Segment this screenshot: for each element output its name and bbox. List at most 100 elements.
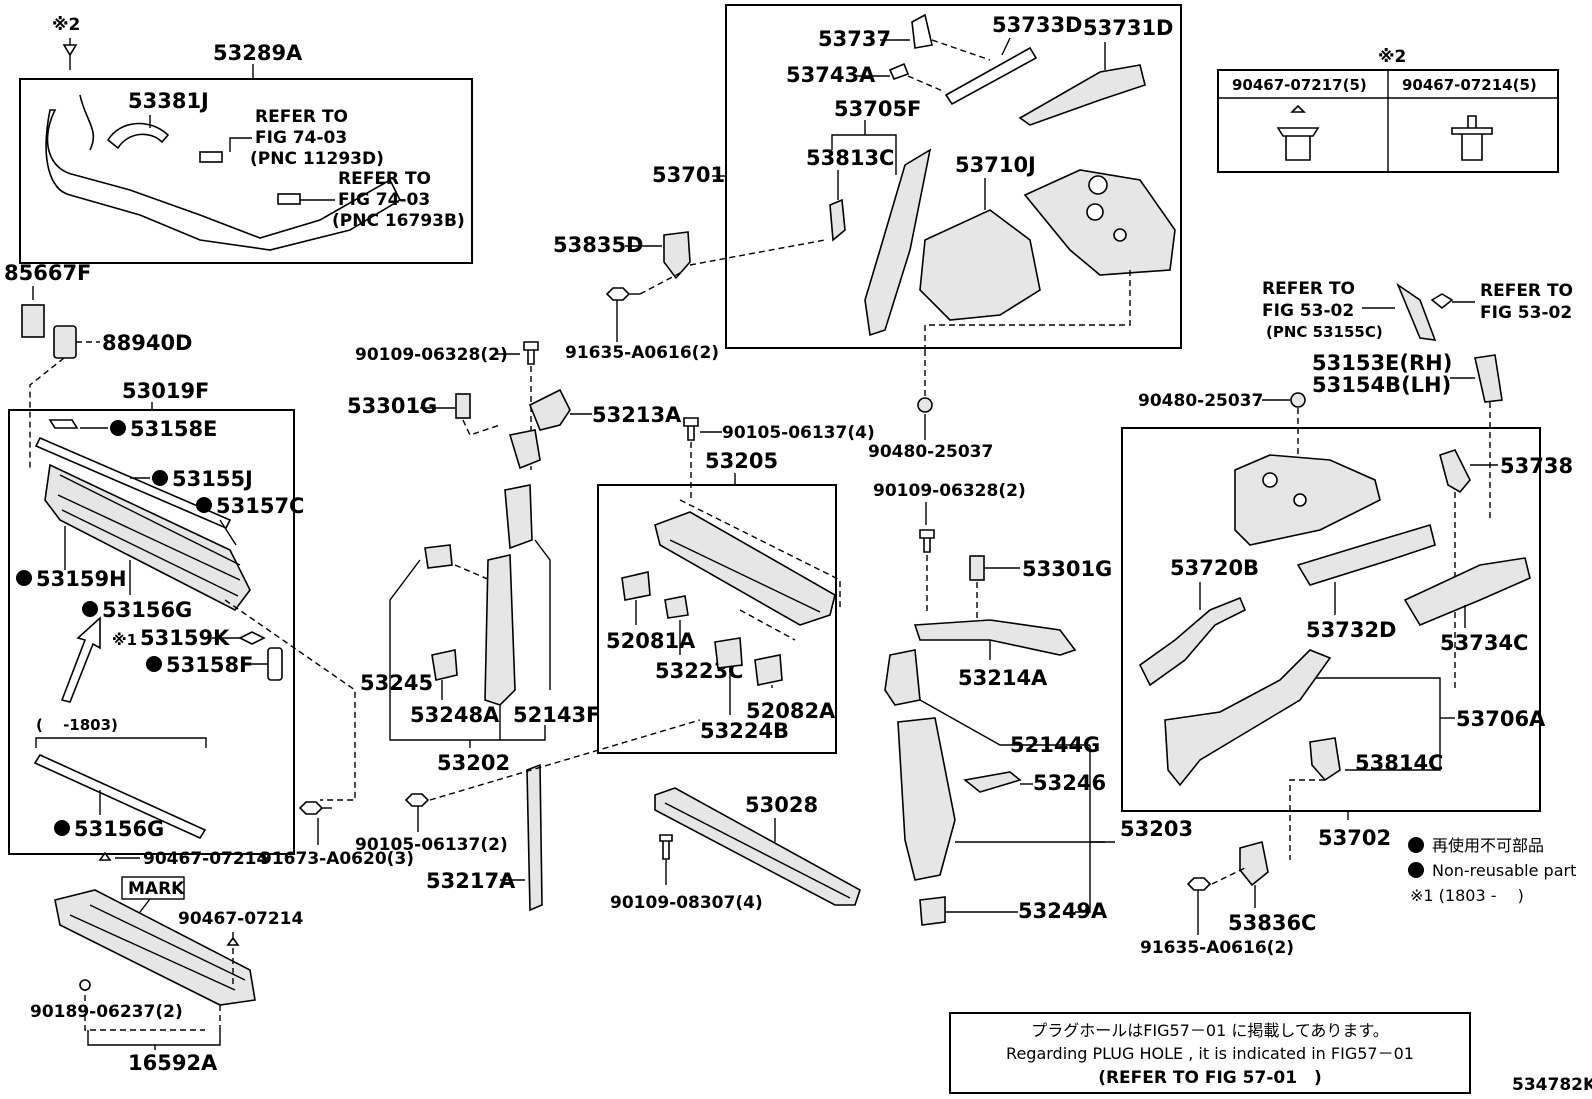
part-ref-c <box>1396 282 1437 341</box>
group-53205: 90105-06137(4) 53205 52081A 53223C 53224… <box>597 417 875 754</box>
label-53249A: 53249A <box>1018 899 1108 923</box>
part-53836C <box>1239 841 1269 887</box>
part-53203-pillar <box>897 717 956 881</box>
label-range: ( -1803) <box>36 716 118 734</box>
label-52144G: 52144G <box>1010 733 1100 757</box>
part-ref-a-pad <box>199 151 223 163</box>
nonreusable-dot-53156G-b <box>54 820 70 836</box>
label-53019F: 53019F <box>122 379 209 403</box>
label-mark: MARK <box>128 879 185 899</box>
note-line2: Regarding PLUG HOLE , it is indicated in… <box>1006 1044 1414 1063</box>
group-53217A: 53217A 90105-06137(2) <box>355 719 701 912</box>
part-53301G-a <box>455 393 471 419</box>
bolt-head-icon <box>298 801 324 815</box>
group-53289A: ※2 53289A 53381J REFER TO FIG 74-03 (PNC… <box>19 15 473 264</box>
upper-hole-a <box>1262 472 1278 488</box>
label-53733D: 53733D <box>992 13 1083 37</box>
ref-b-line2: FIG 74-03 <box>338 190 430 210</box>
dash-52082A <box>739 609 796 641</box>
label-53155J: 53155J <box>172 467 253 491</box>
legend-jp: 再使用不可部品 <box>1432 836 1544 855</box>
label-53203: 53203 <box>1120 817 1193 841</box>
arrow-indicator <box>60 616 101 703</box>
label-53246: 53246 <box>1033 771 1106 795</box>
part-53737 <box>911 13 933 49</box>
bolt-90105-b-icon <box>404 793 430 807</box>
bracket-16592A <box>87 1030 221 1046</box>
label-90109-06328-b: 90109-06328(2) <box>873 481 1026 501</box>
dash-91635-b <box>1211 867 1246 885</box>
label-53028: 53028 <box>745 793 818 817</box>
group-53202: 53245 53248A 52143F 53202 <box>360 484 600 775</box>
label-53743A: 53743A <box>786 63 876 87</box>
bolt-91673 <box>298 801 332 845</box>
note-box: プラグホールはFIG57－01 に掲載してあります。 Regarding PLU… <box>949 1012 1471 1094</box>
part-53224B <box>714 637 743 669</box>
ref-d-line2: FIG 53-02 <box>1480 303 1572 323</box>
part-53301G-b <box>969 555 985 581</box>
label-53289A: 53289A <box>213 41 303 65</box>
label-85667F: 85667F <box>4 261 91 285</box>
label-53702: 53702 <box>1318 826 1391 850</box>
part-16592A-ribs <box>69 904 246 991</box>
part-53381J <box>106 122 170 150</box>
part-53738 <box>1439 449 1471 494</box>
dash-grille-bolt <box>224 599 356 801</box>
label-53705F: 53705F <box>834 97 921 121</box>
part-52081A <box>621 571 651 601</box>
label-90109-06328-a: 90109-06328(2) <box>355 345 508 365</box>
label-53159H: 53159H <box>36 567 127 591</box>
label-53720B: 53720B <box>1170 556 1259 580</box>
label-53224B: 53224B <box>700 719 789 743</box>
note-line3: (REFER TO FIG 57-01 ) <box>1098 1068 1322 1088</box>
part-53743A <box>888 62 910 81</box>
ref-b-line3: (PNC 16793B) <box>332 211 465 231</box>
group-53203: 90109-06328(2) 53301G 53214A 52144G 5324… <box>873 481 1193 926</box>
dash-apron <box>924 270 1131 350</box>
label-52082A: 52082A <box>746 699 836 723</box>
part-53835D <box>663 231 691 280</box>
part-53249A <box>919 896 946 926</box>
part-53245 <box>424 544 453 569</box>
label-53301G-a: 53301G <box>347 394 437 418</box>
part-53733D <box>944 46 1038 106</box>
label-53156G-b: 53156G <box>74 817 164 841</box>
apron-hole-b <box>1113 228 1127 242</box>
label-52081A: 52081A <box>606 629 696 653</box>
part-53202-upper <box>504 484 533 550</box>
label-53381J: 53381J <box>128 89 209 113</box>
leader-ref-a <box>229 137 252 152</box>
dash-53301G-a <box>462 419 501 436</box>
part-53155J <box>34 436 232 530</box>
label-53156G-a: 53156G <box>102 598 192 622</box>
legend-en: Non-reusable part <box>1432 861 1576 880</box>
nut-90189 <box>79 979 91 991</box>
label-91673: 91673-A0620(3) <box>260 849 414 869</box>
label-90467-07214-b: 90467-07214 <box>178 909 304 929</box>
nonreusable-dot-53157C <box>196 497 212 513</box>
clip-table-mark: ※2 <box>1378 47 1406 67</box>
group-53702: 53738 53720B 53732D 53734C 53706A 53814C… <box>1121 427 1573 860</box>
label-90480-a: 90480-25037 <box>868 442 993 462</box>
part-53248A <box>431 649 458 681</box>
label-53248A: 53248A <box>410 703 500 727</box>
bolt-90109-a-icon <box>523 341 539 365</box>
part-53213A-lower <box>508 429 541 470</box>
dash-53245 <box>454 564 491 581</box>
label-90105-06137-b: 90105-06137(2) <box>355 835 508 855</box>
group-box-53289A <box>19 78 473 264</box>
part-53158F <box>267 647 283 681</box>
bolt-90109-b-icon <box>919 529 935 553</box>
part-53706A <box>1164 649 1332 787</box>
nonreusable-dot-53156G-a <box>82 601 98 617</box>
label-53737: 53737 <box>818 27 891 51</box>
clip-90467-07217-icon <box>1276 104 1320 161</box>
group-16592A: 90467-07214 91673-A0620(3) MARK 90467-07… <box>30 849 414 1075</box>
apron-hole-c <box>1088 175 1108 195</box>
label-53710J: 53710J <box>955 153 1036 177</box>
leader-53157C <box>219 519 237 546</box>
part-53158E <box>48 419 79 429</box>
nonreusable-dot-53159H <box>16 570 32 586</box>
part-52144G <box>884 649 921 706</box>
